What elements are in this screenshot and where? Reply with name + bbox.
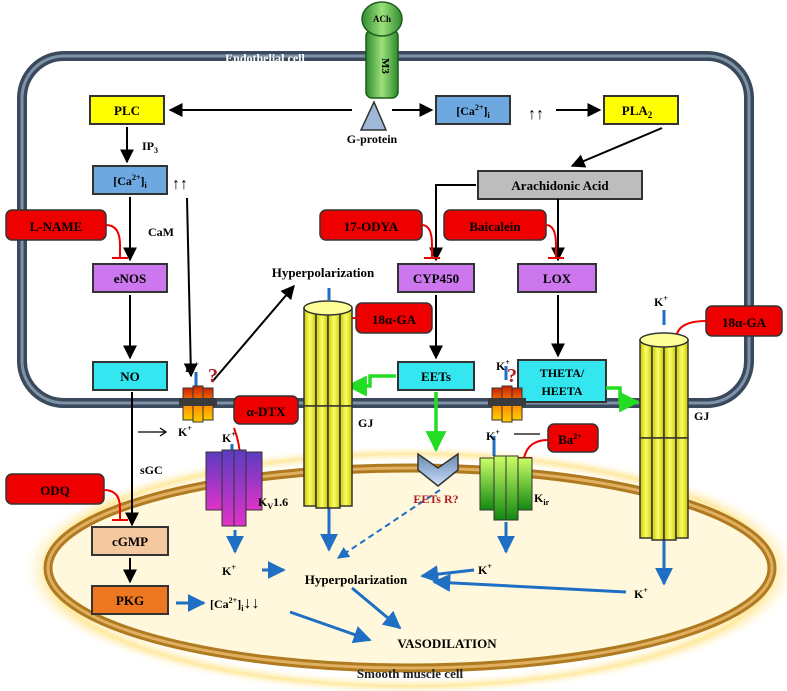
svg-text:PLA2: PLA2 (622, 103, 653, 120)
svg-text:[Ca2+]i: [Ca2+]i (113, 173, 147, 190)
ip3-label: IP3 (142, 139, 158, 155)
arachidonic-acid-box: Arachidonic Acid (477, 170, 643, 200)
g-protein: G-protein (347, 100, 398, 146)
lox-box: LOX (517, 263, 597, 293)
kir-label: Kir (534, 491, 550, 507)
baicalein-inhibitor: Baicalein (443, 209, 547, 241)
kca-channel-right (488, 385, 526, 423)
svg-text:L-NAME: L-NAME (30, 219, 83, 234)
kv-channel: KV1.6 (205, 449, 288, 527)
vasodilation-label: VASODILATION (397, 636, 497, 651)
question-mark-left: ? (208, 365, 218, 387)
question-mark-right: ? (507, 365, 517, 387)
no-box: NO (92, 361, 168, 391)
hyperpolarization-smc: Hyperpolarization (305, 572, 408, 587)
eets-box: EETs (397, 361, 475, 391)
g-protein-label: G-protein (347, 132, 398, 146)
ga-inhibitor-right: 18α-GA (705, 305, 783, 337)
pkg-label: PKG (116, 593, 144, 608)
svg-text:Baicalein: Baicalein (469, 219, 521, 234)
gap-junction-left: GJ (303, 300, 373, 509)
hyperpolarization-top: Hyperpolarization (272, 265, 375, 280)
dtx-inhibitor: α-DTX (233, 395, 299, 425)
m3-receptor: M3 ACh (361, 1, 403, 99)
pkg-box: PKG (91, 585, 169, 615)
ca-top-arrows: ↑↑ (528, 106, 544, 123)
heeta-label: HEETA (541, 384, 582, 398)
pla2-sub: 2 (648, 110, 653, 120)
ca-left-arrows: ↑↑ (172, 176, 188, 193)
ga-inhibitor-left: 18α-GA (355, 302, 433, 334)
gap-junction-right: GJ (639, 332, 709, 541)
ach-label: ACh (373, 14, 391, 24)
plc-label: PLC (114, 103, 140, 118)
kv-label: KV1.6 (258, 495, 288, 511)
m3-label: M3 (379, 58, 391, 74)
lox-label: LOX (543, 271, 572, 286)
gj-label-left: GJ (358, 416, 373, 430)
k-label-7: K+ (222, 563, 236, 578)
svg-text:18α-GA: 18α-GA (372, 312, 417, 327)
ca-top-text: [Ca (456, 104, 475, 118)
eets-r-label: EETs R? (413, 492, 458, 506)
k-label-8: K+ (478, 562, 492, 577)
k-labels: K+ K+ K+ K+ K+ K+ K+ K+ K+ (178, 294, 668, 601)
k-efflux-arrows (138, 427, 540, 437)
eets-receptor: EETs R? (413, 452, 459, 506)
k-label-1: K+ (185, 360, 199, 375)
endothelial-label: Endothelial cell (225, 51, 305, 65)
svg-text:[Ca2+]i: [Ca2+]i (456, 103, 490, 120)
enos-box: eNOS (92, 263, 168, 293)
kir-channel: Kir (479, 455, 550, 521)
enos-label: eNOS (114, 271, 147, 286)
svg-text:α-DTX: α-DTX (246, 404, 286, 419)
odya-inhibitor: 17-ODYA (319, 209, 423, 241)
svg-text:ODQ: ODQ (40, 483, 70, 498)
no-label: NO (120, 369, 140, 384)
ba-inhibitor: Ba2+ (547, 423, 599, 453)
cam-label: CaM (148, 225, 174, 239)
cyp450-label: CYP450 (413, 271, 459, 286)
theta-heeta-box: THETA/ HEETA (517, 359, 607, 403)
ca-top-box: [Ca2+]i (435, 95, 511, 125)
eets-r-dashed-arrow (337, 489, 441, 559)
green-arrows (345, 374, 641, 453)
lname-inhibitor: L-NAME (5, 209, 107, 241)
cyp450-box: CYP450 (397, 263, 475, 293)
odq-inhibitor: ODQ (5, 473, 105, 505)
k-label-9: K+ (634, 586, 648, 601)
theta-label: THETA/ (540, 366, 585, 380)
ca-top-sup: 2+ (475, 103, 484, 112)
k-label-6: K+ (654, 294, 668, 309)
eets-label: EETs (421, 369, 451, 384)
arachidonic-label: Arachidonic Acid (511, 178, 609, 193)
pla2-box: PLA2 (603, 95, 679, 125)
ca-left-box: [Ca2+]i (92, 165, 168, 195)
blue-arrows (176, 288, 673, 644)
svg-text:17-ODYA: 17-ODYA (344, 219, 399, 234)
black-arrows (120, 103, 663, 584)
smooth-muscle-label: Smooth muscle cell (357, 666, 464, 681)
plc-box: PLC (89, 95, 165, 125)
kca-channel-left (179, 385, 217, 423)
ca-smc-label: [Ca2+]i↓↓ (210, 595, 259, 613)
gj-label-right: GJ (694, 409, 709, 423)
k-label-2: K+ (178, 424, 192, 439)
cgmp-label: cGMP (112, 534, 148, 549)
cgmp-box: cGMP (91, 526, 169, 556)
pla2-label: PLA (622, 103, 649, 118)
svg-text:18α-GA: 18α-GA (722, 315, 767, 330)
k-label-4: K+ (496, 358, 510, 373)
sgc-label: sGC (140, 463, 163, 477)
k-label-5: K+ (486, 428, 500, 443)
ca-top-sub: i (488, 111, 491, 120)
ca-left-text: [Ca (113, 174, 132, 188)
svg-text:Ba2+: Ba2+ (558, 432, 582, 447)
k-label-3: K+ (222, 430, 236, 445)
